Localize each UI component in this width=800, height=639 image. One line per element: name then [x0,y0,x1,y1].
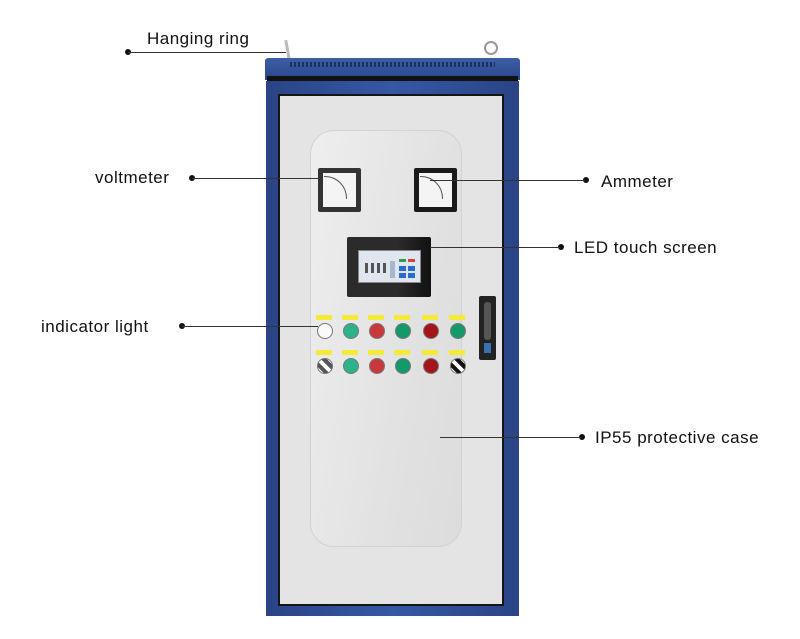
label-hanging-ring: Hanging ring [147,29,250,48]
button-label-tag [394,315,410,320]
callout-line [182,326,318,327]
indicator-light [343,323,359,339]
top-shadow [267,76,518,81]
label-voltmeter: voltmeter [95,168,170,187]
label-protective-case: IP55 protective case [595,428,760,447]
button-label-tag [316,350,332,355]
screen-display [358,250,421,283]
door-handle [479,296,496,360]
callout-dot [579,434,585,440]
callout-dot [558,244,564,250]
button-label-tag [342,315,358,320]
indicator-light [450,323,466,339]
hanging-ring [484,41,498,55]
button-label-tag [449,315,465,320]
button-label-tag [368,350,384,355]
callout-line [192,178,322,179]
indicator-light [343,358,359,374]
callout-line [440,437,581,438]
indicator-light [395,323,411,339]
button-label-tag [342,350,358,355]
selector-switch [317,358,333,374]
callout-line [128,52,286,53]
label-ammeter: Ammeter [601,172,674,191]
label-indicator-light: indicator light [41,317,149,336]
indicator-light [423,358,439,374]
ammeter-gauge [414,168,457,212]
voltmeter-gauge [318,168,361,212]
indicator-light [423,323,439,339]
label-led-touch-screen: LED touch screen [574,238,718,257]
callout-line [430,247,560,248]
indicator-light [317,323,333,339]
indicator-light [395,358,411,374]
button-label-tag [368,315,384,320]
button-label-tag [394,350,410,355]
selector-switch [450,358,466,374]
callout-line [430,180,585,181]
top-vents [290,62,495,67]
indicator-light [369,323,385,339]
button-label-tag [422,350,438,355]
indicator-light [369,358,385,374]
button-label-tag [422,315,438,320]
button-label-tag [316,315,332,320]
callout-dot [583,177,589,183]
led-touch-screen [347,237,431,297]
button-label-tag [449,350,465,355]
